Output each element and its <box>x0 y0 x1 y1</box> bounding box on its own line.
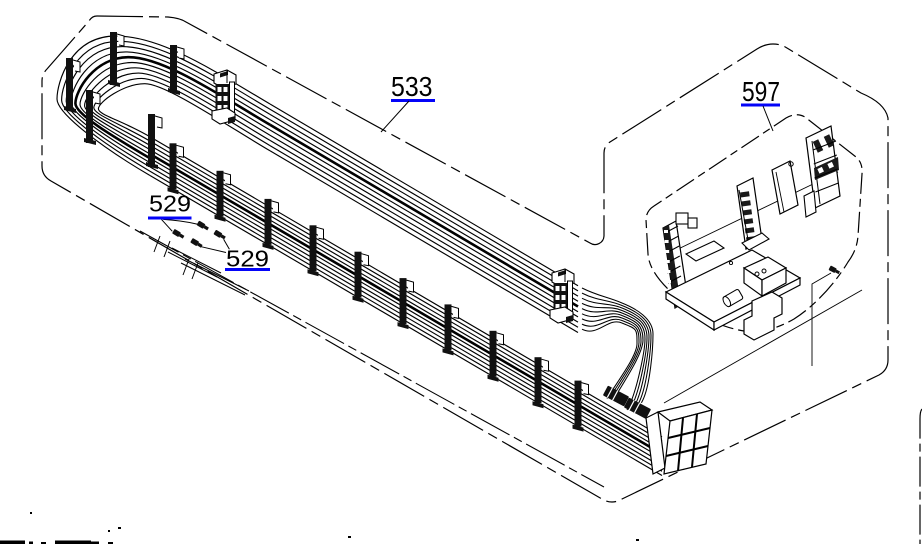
svg-text:533: 533 <box>391 71 433 102</box>
svg-text:597: 597 <box>742 76 780 107</box>
svg-text:529: 529 <box>226 246 269 272</box>
svg-text:529: 529 <box>149 191 191 217</box>
